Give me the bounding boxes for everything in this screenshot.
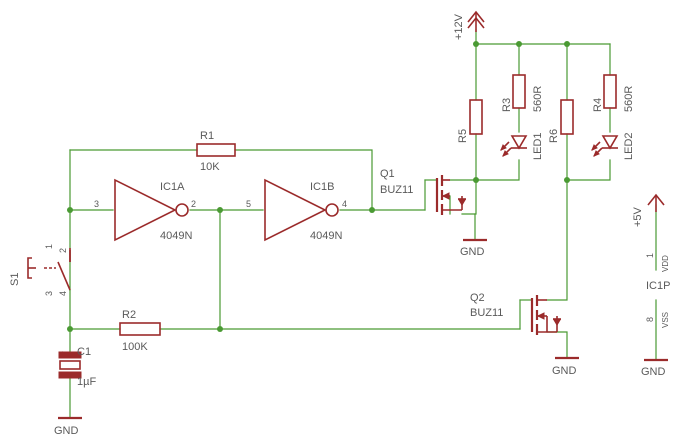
power-ic1p: +5V 1 VDD IC1P 8 VSS bbox=[632, 193, 670, 328]
gnd-symbol-q1: GND bbox=[460, 238, 487, 258]
q1-value: BUZ11 bbox=[380, 184, 413, 196]
r5-name: R5 bbox=[457, 129, 469, 143]
resistor-r4: R4 560R bbox=[592, 74, 635, 112]
led2-name: LED2 bbox=[623, 132, 635, 160]
resistor-r2: R2 100K bbox=[119, 309, 161, 353]
gnd-label-q2: GND bbox=[552, 365, 577, 377]
led-led2: LED2 bbox=[591, 132, 635, 160]
q2-name: Q2 bbox=[470, 292, 485, 304]
mosfet-q1: Q1 BUZ11 bbox=[380, 168, 466, 215]
ic1a-pin-in: 3 bbox=[94, 199, 99, 209]
resistor-r1: R1 10K bbox=[196, 130, 236, 173]
junction-dots bbox=[67, 41, 570, 332]
led1-name: LED1 bbox=[532, 132, 544, 160]
wires bbox=[69, 29, 657, 419]
gnd-symbol-c1: GND bbox=[54, 416, 82, 437]
ic1a-value: 4049N bbox=[160, 230, 192, 242]
supply-5v-label: +5V bbox=[632, 206, 644, 227]
inverter-ic1a: IC1A 4049N 3 2 bbox=[94, 178, 196, 242]
r1-name: R1 bbox=[200, 130, 214, 142]
resistor-r6: R6 bbox=[548, 99, 574, 143]
switch-s1: S1 1 2 3 4 bbox=[9, 244, 71, 296]
ic1p-pin-8: 8 bbox=[645, 317, 655, 322]
resistor-r5: R5 bbox=[457, 99, 483, 143]
gnd-symbol-q2: GND bbox=[552, 356, 579, 377]
r2-name: R2 bbox=[122, 309, 136, 321]
s1-pin-4: 4 bbox=[58, 291, 68, 296]
led-led1: LED1 bbox=[500, 132, 544, 160]
ic1a-pin-out: 2 bbox=[191, 199, 196, 209]
c1-value: 1µF bbox=[77, 376, 96, 388]
q2-value: BUZ11 bbox=[470, 307, 503, 319]
r2-value: 100K bbox=[122, 341, 148, 353]
ic1b-value: 4049N bbox=[310, 230, 342, 242]
s1-pin-2: 2 bbox=[58, 248, 68, 253]
r3-name: R3 bbox=[501, 98, 513, 112]
ic1p-pin-1: 1 bbox=[645, 253, 655, 258]
r1-value: 10K bbox=[200, 161, 220, 173]
resistor-r3: R3 560R bbox=[501, 74, 544, 112]
supply-12v-symbol: +12V bbox=[453, 10, 485, 40]
gnd-label-ic1p: GND bbox=[641, 366, 666, 378]
ic1b-name: IC1B bbox=[310, 181, 334, 193]
r4-value: 560R bbox=[623, 86, 635, 112]
c1-name: C1 bbox=[77, 346, 91, 358]
q1-name: Q1 bbox=[380, 168, 395, 180]
inverter-ic1b: IC1B 4049N 5 4 bbox=[246, 178, 347, 242]
gnd-label-q1: GND bbox=[460, 246, 485, 258]
ic1p-vss-label: VSS bbox=[661, 312, 670, 328]
capacitor-c1: + C1 1µF bbox=[58, 346, 96, 388]
gnd-symbol-ic1p: GND bbox=[641, 358, 668, 378]
r4-name: R4 bbox=[592, 98, 604, 112]
c1-polarity: + bbox=[60, 349, 65, 358]
r3-value: 560R bbox=[532, 86, 544, 112]
ic1b-pin-in: 5 bbox=[246, 199, 251, 209]
mosfet-q2: Q2 BUZ11 bbox=[470, 292, 561, 335]
r6-name: R6 bbox=[548, 129, 560, 143]
ic1p-name: IC1P bbox=[646, 280, 670, 292]
ic1p-vdd-label: VDD bbox=[661, 255, 670, 272]
s1-pin-1: 1 bbox=[44, 244, 54, 249]
ic1a-name: IC1A bbox=[160, 181, 185, 193]
supply-12v-label: +12V bbox=[453, 13, 465, 40]
s1-name: S1 bbox=[9, 273, 21, 286]
ic1b-pin-out: 4 bbox=[342, 199, 347, 209]
s1-pin-3: 3 bbox=[44, 291, 54, 296]
gnd-label-c1: GND bbox=[54, 425, 79, 437]
